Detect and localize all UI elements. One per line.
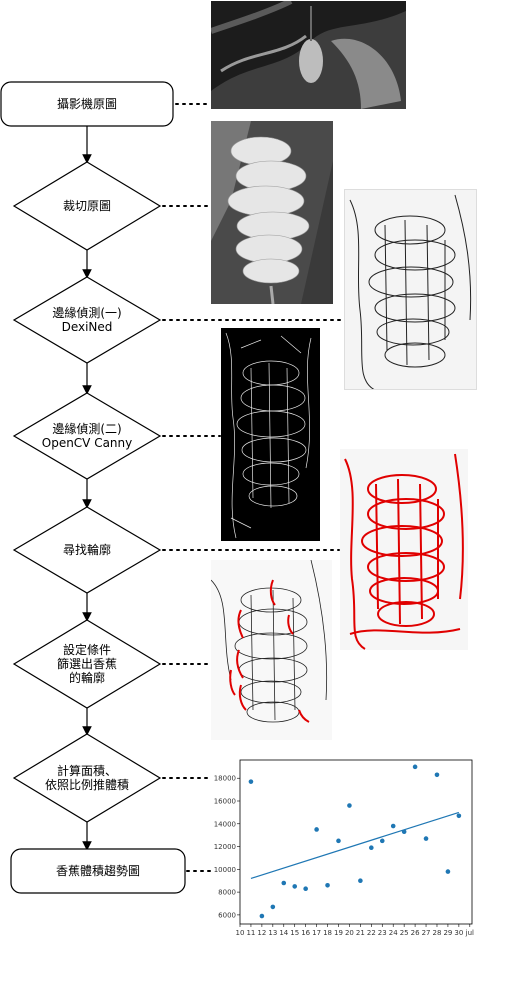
node-diamond xyxy=(12,619,162,709)
y-tick-label: 6000 xyxy=(218,911,236,919)
x-tick-label: 15 xyxy=(290,929,299,937)
x-tick-label: 29 xyxy=(443,929,452,937)
dotted-connectors xyxy=(162,103,344,872)
data-point xyxy=(325,882,330,888)
node-box xyxy=(0,81,174,127)
x-tick-label: jul xyxy=(465,929,474,937)
data-point xyxy=(445,869,451,874)
node-diamond xyxy=(12,161,162,251)
x-tick-label: 26 xyxy=(411,929,420,937)
x-tick-label: 12 xyxy=(257,929,266,937)
node-edge2: 邊緣偵測(二)OpenCV Canny xyxy=(12,392,162,480)
node-label: OpenCV Canny xyxy=(42,436,133,450)
y-ticks: 6000 8000 10000 12000 14000 16000 18000 xyxy=(214,775,240,919)
node-label: 攝影機原圖 xyxy=(57,96,117,111)
data-point xyxy=(369,845,374,850)
cropped-photo xyxy=(211,121,333,304)
y-tick-label: 12000 xyxy=(214,843,236,851)
data-point xyxy=(434,772,440,778)
data-point xyxy=(292,884,298,889)
trendline xyxy=(250,811,460,880)
node-label: 設定條件 xyxy=(63,642,111,657)
data-point xyxy=(259,913,265,919)
filtered-banana-contours-image xyxy=(211,560,332,740)
x-tick-label: 14 xyxy=(279,929,288,937)
node-camera: 攝影機原圖 xyxy=(0,81,174,127)
x-tick-label: 30 xyxy=(454,929,463,937)
node-label: 裁切原圖 xyxy=(63,199,111,213)
x-tick-label: 18 xyxy=(323,929,332,937)
x-tick-label: 20 xyxy=(345,929,354,937)
x-tick-label: 22 xyxy=(367,929,376,937)
data-point xyxy=(390,823,396,829)
data-point xyxy=(270,904,276,910)
node-label: 篩選出香蕉 xyxy=(57,656,117,671)
data-point xyxy=(379,838,385,844)
data-point xyxy=(314,827,319,832)
data-point xyxy=(401,829,407,835)
y-tick-label: 14000 xyxy=(214,820,236,828)
data-point xyxy=(412,764,418,770)
x-tick-label: 10 xyxy=(236,929,245,937)
data-point xyxy=(303,886,308,891)
data-point xyxy=(248,779,254,784)
node-diamond xyxy=(12,392,162,480)
x-tick-label: 27 xyxy=(422,929,431,937)
node-trend: 香蕉體積趨勢圖 xyxy=(10,848,186,894)
y-tick-label: 10000 xyxy=(214,866,236,874)
node-label: 香蕉體積趨勢圖 xyxy=(56,863,140,878)
node-label: 計算面積、 xyxy=(57,763,117,778)
node-label: DexiNed xyxy=(62,320,113,334)
canny-edge-image xyxy=(221,328,320,541)
data-point xyxy=(347,803,352,808)
y-tick-label: 16000 xyxy=(214,798,236,806)
x-tick-label: 28 xyxy=(433,929,442,937)
node-area: 計算面積、依照比例推體積 xyxy=(12,733,162,823)
node-label: 依照比例推體積 xyxy=(45,777,129,792)
dexined-edge-image xyxy=(344,189,477,390)
data-point xyxy=(456,813,462,819)
node-diamond xyxy=(12,506,162,594)
node-edge1: 邊緣偵測(一)DexiNed xyxy=(12,276,162,364)
x-tick-label: 25 xyxy=(400,929,409,937)
data-point xyxy=(281,880,287,886)
node-label: 的輪廓 xyxy=(69,670,105,685)
node-box xyxy=(10,848,186,894)
data-point xyxy=(423,836,429,841)
node-diamond xyxy=(12,276,162,364)
camera-original-photo xyxy=(211,1,406,109)
data-point xyxy=(336,838,341,844)
contours-image xyxy=(340,449,468,650)
x-tick-label: 24 xyxy=(389,929,398,937)
node-label: 邊緣偵測(二) xyxy=(52,422,121,436)
node-diamond xyxy=(12,733,162,823)
node-contour: 尋找輪廓 xyxy=(12,506,162,594)
x-tick-label: 17 xyxy=(312,929,321,937)
node-crop: 裁切原圖 xyxy=(12,161,162,251)
data-points xyxy=(248,764,462,919)
x-tick-label: 19 xyxy=(334,929,343,937)
x-tick-label: 23 xyxy=(378,929,387,937)
plot-frame xyxy=(239,759,473,925)
x-tick-label: 21 xyxy=(356,929,365,937)
x-tick-label: 16 xyxy=(301,929,310,937)
y-tick-label: 8000 xyxy=(218,889,236,897)
y-tick-label: 18000 xyxy=(214,775,236,783)
x-tick-label: 11 xyxy=(246,929,255,937)
data-point xyxy=(358,878,363,884)
node-label: 尋找輪廓 xyxy=(63,542,111,557)
node-label: 邊緣偵測(一) xyxy=(52,306,121,320)
x-tick-label: 13 xyxy=(268,929,277,937)
